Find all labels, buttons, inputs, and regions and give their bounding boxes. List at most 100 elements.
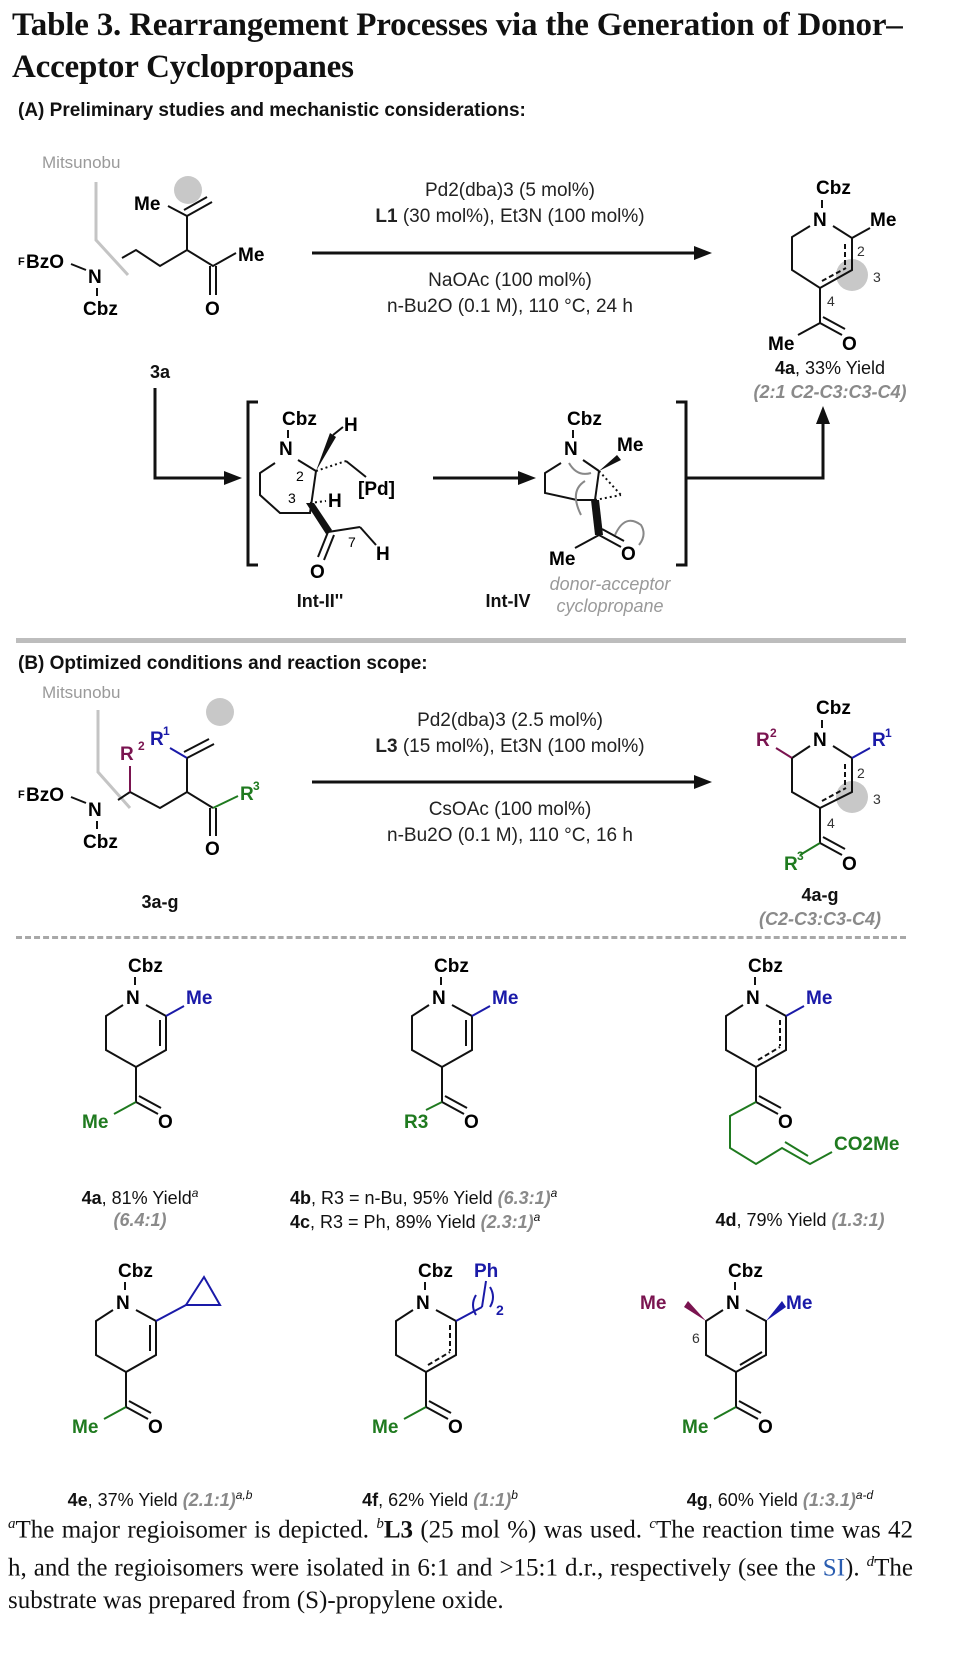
svg-text:O: O (464, 1112, 479, 1133)
section-a-heading: (A) Preliminary studies and mechanistic … (18, 100, 526, 121)
substrate-3a-structure: Mitsunobu F BzO N Cbz Me Me O (18, 153, 264, 320)
scope-4a-structure: Cbz N Me Me O (82, 956, 212, 1133)
svg-text:O: O (758, 1417, 773, 1438)
svg-text:2: 2 (496, 1302, 504, 1318)
svg-text:6: 6 (692, 1330, 700, 1346)
svg-text:Me: Me (870, 210, 896, 231)
svg-text:2: 2 (857, 243, 865, 259)
svg-text:R: R (784, 854, 798, 875)
svg-text:Cbz: Cbz (83, 299, 118, 320)
svg-text:Me: Me (768, 334, 794, 355)
svg-text:N: N (126, 988, 140, 1009)
svg-text:3: 3 (873, 791, 881, 807)
ligand-l3: L3 (375, 736, 398, 757)
svg-text:H: H (376, 544, 390, 565)
scope-4a-ratio: (6.4:1) (113, 1210, 167, 1230)
footnote-d: The substrate was prepared from (S)-prop… (8, 1554, 913, 1614)
svg-text:Me: Me (549, 549, 575, 570)
substrate-3a-g-structure: Mitsunobu F BzO N Cbz R 2 R 3 R 1 O (18, 683, 260, 860)
svg-text:O: O (621, 544, 636, 565)
svg-text:R: R (872, 730, 886, 751)
product-4a-yield: 4a, 33% Yield (774, 358, 886, 378)
svg-text:O: O (148, 1417, 163, 1438)
svg-text:N: N (746, 988, 760, 1009)
svg-text:Cbz: Cbz (748, 956, 783, 977)
svg-text:N: N (564, 439, 578, 460)
svg-text:Cbz: Cbz (816, 178, 851, 199)
svg-text:O: O (310, 562, 325, 583)
svg-text:Cbz: Cbz (434, 956, 469, 977)
product-4a-g-ratio: (C2-C3:C3-C4) (758, 909, 881, 929)
int-iv-label: Int-IV (485, 591, 531, 611)
svg-text:2: 2 (138, 739, 145, 753)
svg-text:F: F (18, 256, 25, 268)
conditions-b-bottom: CsOAc (100 mol%) n-Bu2O (0.1 M), 110 °C,… (387, 799, 633, 846)
svg-text:Me: Me (134, 194, 160, 215)
svg-text:Me: Me (72, 1417, 98, 1438)
footnotes: aThe major regioisomer is depicted. bL3 … (8, 1516, 913, 1614)
svg-text:O: O (842, 854, 857, 875)
fbzo-label: BzO (26, 252, 64, 273)
scope-4d-caption: 4d, 79% Yield (1.3:1) (715, 1210, 885, 1230)
svg-text:N: N (88, 267, 102, 288)
svg-text:F: F (18, 789, 25, 801)
svg-text:1: 1 (885, 726, 892, 740)
svg-text:R: R (120, 744, 134, 765)
scope-4g-caption: 4g, 60% Yield (1:3.1)a-d (686, 1488, 874, 1510)
footnote-b: (25 mol %) was used. (413, 1516, 650, 1544)
svg-text:Me: Me (372, 1417, 398, 1438)
svg-text:O: O (448, 1417, 463, 1438)
conditions-b: Pd2(dba)3 (2.5 mol%) L3 (15 mol%), Et3N … (375, 710, 645, 757)
svg-text:Me: Me (82, 1112, 108, 1133)
svg-text:H: H (328, 491, 342, 512)
si-link[interactable]: SI (822, 1554, 846, 1582)
ligand-l1: L1 (375, 206, 398, 227)
svg-text:[Pd]: [Pd] (358, 479, 395, 500)
svg-text:3: 3 (288, 490, 296, 506)
svg-text:Cbz: Cbz (567, 409, 602, 430)
svg-text:Cbz: Cbz (83, 832, 118, 853)
svg-text:N: N (88, 800, 102, 821)
scope-4d-structure: Cbz N Me O CO2Me (725, 956, 899, 1166)
svg-text:Ph: Ph (474, 1261, 498, 1282)
svg-text:O: O (842, 334, 857, 355)
svg-text:N: N (813, 730, 827, 751)
svg-text:Cbz: Cbz (128, 956, 163, 977)
product-4a-g-structure: Cbz N R 2 R 1 R 3 O 2 3 4 (756, 698, 892, 875)
svg-text:Cbz: Cbz (282, 409, 317, 430)
svg-text:R: R (150, 729, 164, 750)
footnote-c: The reaction time was 42 h, and the regi… (8, 1516, 913, 1582)
svg-text:Me: Me (186, 988, 212, 1009)
svg-text:2: 2 (770, 726, 777, 740)
svg-text:H: H (344, 415, 358, 436)
svg-text:O: O (158, 1112, 173, 1133)
svg-text:R: R (240, 784, 254, 805)
scope-divider (16, 936, 906, 939)
footnote-a: The major regioisomer is depicted. (15, 1516, 377, 1544)
svg-text:Cbz: Cbz (118, 1261, 153, 1282)
svg-text:7: 7 (348, 534, 356, 550)
int-ii-label: Int-II'' (296, 591, 344, 611)
svg-text:O: O (205, 839, 220, 860)
svg-text:2: 2 (857, 765, 865, 781)
compound-3a-label: 3a (149, 362, 171, 382)
scope-4a-caption: 4a, 81% Yielda (81, 1186, 199, 1208)
intermediate-int-iv-structure: Cbz N Me Me O (544, 409, 645, 570)
svg-text:3: 3 (253, 779, 260, 793)
svg-text:CO2Me: CO2Me (834, 1134, 899, 1155)
svg-text:Me: Me (640, 1293, 666, 1314)
svg-text:N: N (726, 1293, 740, 1314)
table-title: Table 3. Rearrangement Processes via the… (12, 7, 903, 85)
scope-4e-caption: 4e, 37% Yield (2.1:1)a,b (67, 1488, 253, 1510)
svg-text:3: 3 (797, 849, 804, 863)
svg-text:Cbz: Cbz (816, 698, 851, 719)
svg-text:Cbz: Cbz (418, 1261, 453, 1282)
scope-4e-structure: Cbz N Me O (72, 1261, 222, 1438)
svg-text:N: N (432, 988, 446, 1009)
reaction-arrow-b (312, 775, 712, 789)
cyclopropyl-ring (184, 1275, 222, 1306)
scope-4b-caption: 4b, R3 = n-Bu, 95% Yield (6.3:1)a (290, 1186, 558, 1208)
scope-4c-caption: 4c, R3 = Ph, 89% Yield (2.3:1)a (290, 1210, 541, 1232)
svg-text:Me: Me (492, 988, 518, 1009)
svg-text:R: R (756, 730, 770, 751)
